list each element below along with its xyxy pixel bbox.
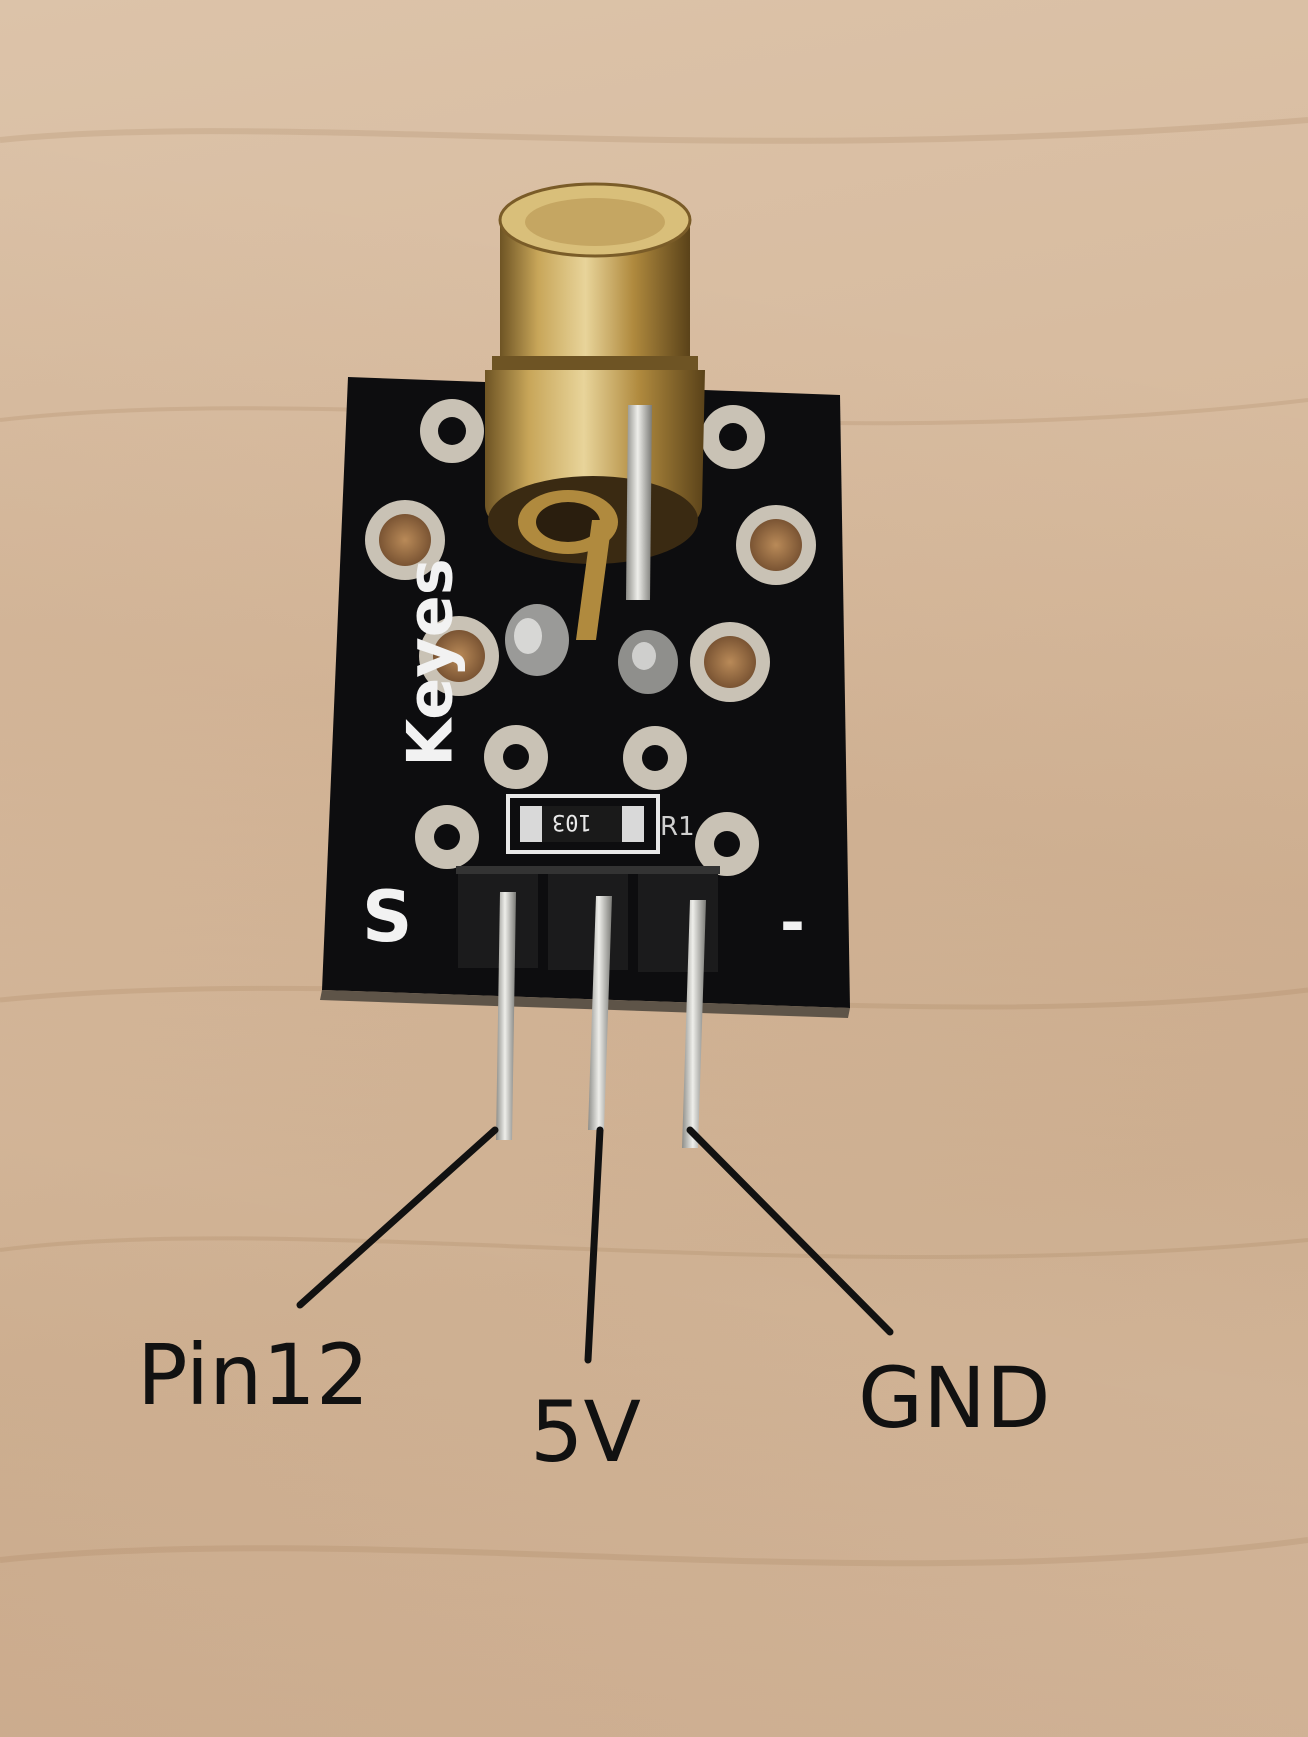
leader-line-gnd xyxy=(686,1126,894,1336)
leader-line-pin12 xyxy=(296,1126,499,1309)
pin-ground xyxy=(682,900,706,1148)
diode-leads xyxy=(576,405,652,640)
pad xyxy=(419,616,499,696)
ground-marker: - xyxy=(780,888,805,958)
pin-header xyxy=(456,866,720,972)
pad xyxy=(484,725,548,789)
laser-diode-housing xyxy=(485,182,705,564)
pad xyxy=(690,622,770,702)
smd-resistor xyxy=(506,794,660,854)
pad xyxy=(623,726,687,790)
pin-vcc xyxy=(588,896,612,1130)
pad xyxy=(736,505,816,585)
pad xyxy=(365,500,445,580)
signal-marker: S xyxy=(362,876,413,958)
pin-signal xyxy=(496,892,516,1140)
solder-joints xyxy=(505,604,678,694)
resistor-code: 103 xyxy=(552,809,592,834)
label-pin12: Pin12 xyxy=(137,1326,370,1424)
header-pins xyxy=(496,892,706,1148)
pad xyxy=(695,812,759,876)
label-5v: 5V xyxy=(530,1383,641,1481)
pad xyxy=(415,805,479,869)
pad xyxy=(701,405,765,469)
pad xyxy=(420,399,484,463)
pcb-pads xyxy=(365,399,816,876)
brand-silkscreen: Keyes xyxy=(393,558,467,767)
leader-lines xyxy=(296,1126,894,1364)
leader-line-5v xyxy=(584,1126,604,1364)
resistor-ref: R1 xyxy=(660,812,695,842)
label-gnd: GND xyxy=(858,1349,1051,1447)
